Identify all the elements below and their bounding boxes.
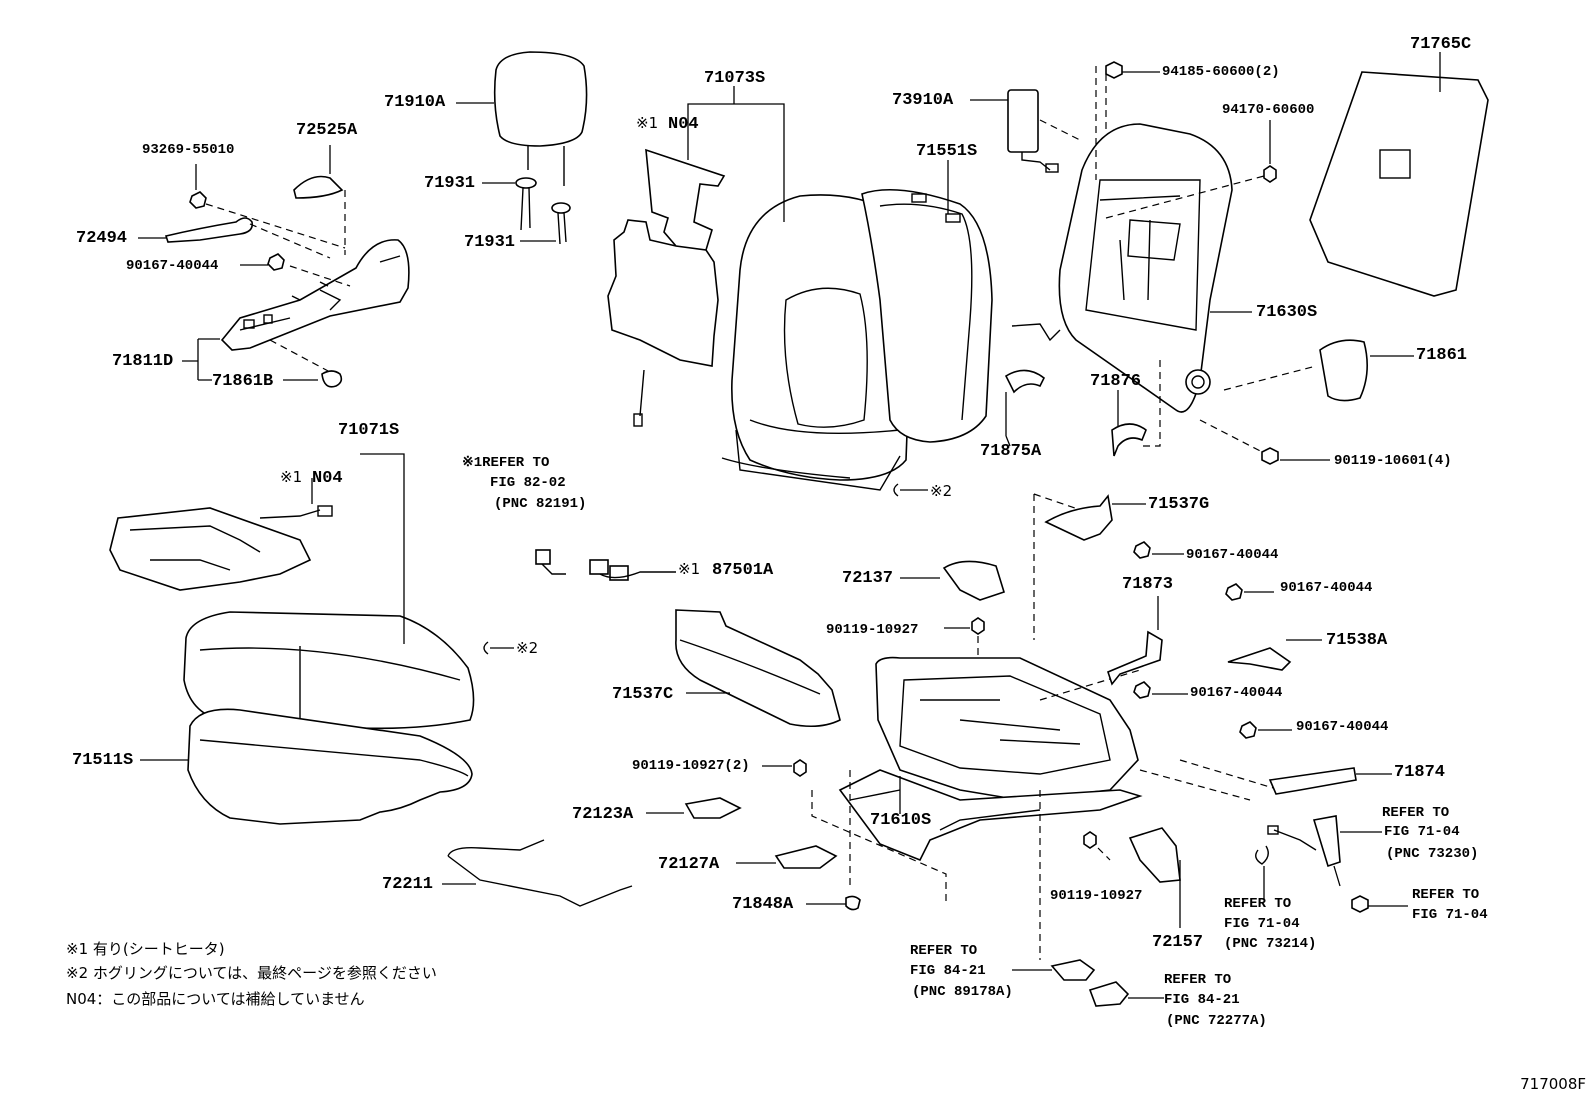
label-n04-mark-a: ※1 [636, 114, 659, 132]
label-n04-b: N04 [312, 469, 343, 488]
label-90119-10927-b: 90119-10927 [1050, 888, 1143, 904]
label-hog-ring-b: ※2 [930, 482, 953, 500]
nut-drawing [1105, 61, 1123, 79]
seatback-frame-drawing [1011, 66, 1317, 457]
label-90167-40044-c: 90167-40044 [1280, 580, 1373, 596]
seat-cushion-cover-drawing [183, 453, 475, 730]
cushion-heater-sheet-drawing [109, 478, 333, 591]
label-71931-a: 71931 [424, 174, 476, 193]
label-71610s: 71610S [870, 811, 932, 830]
label-71873: 71873 [1122, 575, 1174, 594]
label-90167-40044-e: 90167-40044 [1296, 719, 1389, 735]
label-94170-60600: 94170-60600 [1222, 102, 1315, 118]
label-ref84a-line3: (PNC 89178A) [912, 984, 1013, 1000]
knob-drawing [293, 145, 344, 199]
label-71861: 71861 [1416, 346, 1468, 365]
label-n04-mark-b: ※1 [280, 468, 303, 486]
label-ref71a-line2: FIG 71-04 [1384, 824, 1460, 840]
label-n04-a: N04 [668, 115, 699, 134]
label-ref84b-line1: REFER TO [1164, 972, 1232, 988]
label-ref82-line1: ※1REFER TO [462, 455, 550, 471]
note-hog-ring: ※2 ホグリングについては、最終ページを参照ください [66, 964, 437, 982]
label-72494: 72494 [76, 229, 128, 248]
side-shield-drawing [182, 239, 410, 388]
label-71848a: 71848A [732, 895, 794, 914]
headrest-guide-drawing [482, 177, 571, 245]
label-72123a: 72123A [572, 805, 634, 824]
label-71875a: 71875A [980, 442, 1042, 461]
heater-sheet-back-drawing [607, 148, 726, 427]
label-ref84a-line1: REFER TO [910, 943, 978, 959]
label-71910a: 71910A [384, 93, 446, 112]
label-ref71c-line1: REFER TO [1224, 896, 1292, 912]
headrest-drawing [456, 51, 588, 186]
label-90167-40044-a: 90167-40044 [126, 258, 219, 274]
label-ref82-line3: (PNC 82191) [494, 496, 587, 512]
label-71537c: 71537C [612, 685, 674, 704]
label-73910a: 73910A [892, 91, 954, 110]
label-72137: 72137 [842, 569, 894, 588]
note-heater: ※1 有り(シートヒータ) [66, 940, 225, 958]
label-71071s: 71071S [338, 421, 400, 440]
note-n04: N04：この部品については補給していません [66, 990, 365, 1008]
label-ref71a-line3: (PNC 73230) [1386, 846, 1479, 862]
label-87501a: 87501A [712, 561, 774, 580]
back-board-drawing [1309, 52, 1489, 297]
cushion-trim-drawing [675, 609, 841, 728]
label-71765c: 71765C [1410, 35, 1472, 54]
label-71931-b: 71931 [464, 233, 516, 252]
label-ref84a-line2: FIG 84-21 [910, 963, 986, 979]
label-71511s: 71511S [72, 751, 134, 770]
label-ref84b-line2: FIG 84-21 [1164, 992, 1240, 1008]
label-90119-10601: 90119-10601(4) [1334, 453, 1452, 469]
label-ref71b-line2: FIG 71-04 [1412, 907, 1488, 923]
seat-cushion-pad-drawing [140, 708, 473, 825]
label-93269-55010: 93269-55010 [142, 142, 235, 158]
label-90167-40044-d: 90167-40044 [1190, 685, 1283, 701]
label-71630s: 71630S [1256, 303, 1318, 322]
label-94185-60600: 94185-60600(2) [1162, 64, 1280, 80]
label-72127a: 72127A [658, 855, 720, 874]
label-71811d: 71811D [112, 352, 174, 371]
label-71874: 71874 [1394, 763, 1446, 782]
label-72157: 72157 [1152, 933, 1204, 952]
label-90167-40044-b: 90167-40044 [1186, 547, 1279, 563]
label-72525a: 72525A [296, 121, 358, 140]
label-71876: 71876 [1090, 372, 1142, 391]
label-ref71a-line1: REFER TO [1382, 805, 1450, 821]
label-71551s: 71551S [916, 142, 978, 161]
seatback-cover-drawing [687, 86, 914, 491]
label-90119-10927-a: 90119-10927 [826, 622, 919, 638]
label-ref71c-line2: FIG 71-04 [1224, 916, 1300, 932]
seatback-pad-drawing [861, 160, 993, 443]
label-72211: 72211 [382, 875, 434, 894]
label-ref84b-line3: (PNC 72277A) [1166, 1013, 1267, 1029]
label-87501a-mark: ※1 [678, 560, 701, 578]
lever-drawing [138, 217, 254, 243]
label-71537g: 71537G [1148, 495, 1210, 514]
label-ref71b-line1: REFER TO [1412, 887, 1480, 903]
label-ref82-line2: FIG 82-02 [490, 475, 566, 491]
figure-code: 717008F [1520, 1075, 1586, 1093]
label-71073s: 71073S [704, 69, 766, 88]
label-90119-10927-2: 90119-10927(2) [632, 758, 750, 774]
label-hog-ring-a: ※2 [516, 639, 539, 657]
screw-drawing [189, 164, 285, 271]
label-71538a: 71538A [1326, 631, 1388, 650]
harness-drawing [535, 549, 676, 581]
label-71861b: 71861B [212, 372, 274, 391]
seat-frame-drawing [838, 656, 1143, 862]
airbag-module-drawing [970, 89, 1081, 173]
label-ref71c-line3: (PNC 73214) [1224, 936, 1317, 952]
